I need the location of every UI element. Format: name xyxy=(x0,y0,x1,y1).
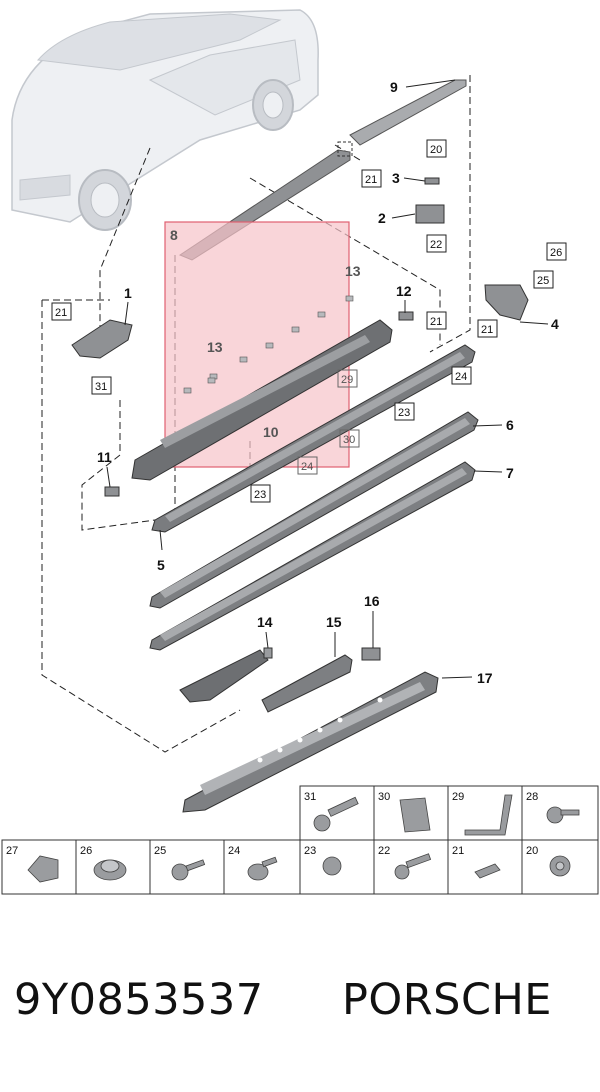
part-4-bracket xyxy=(484,284,529,321)
table-cell-21: 21 xyxy=(452,845,464,857)
callout-13-left: 13 xyxy=(207,339,223,355)
part-11-clip xyxy=(104,486,120,497)
table-cell-31: 31 xyxy=(304,791,316,803)
callout-13-top: 13 xyxy=(345,263,361,279)
table-cell-29: 29 xyxy=(452,791,464,803)
table-cell-28: 28 xyxy=(526,791,538,803)
nut-27-icon xyxy=(27,855,59,883)
bolt-31-icon xyxy=(313,796,359,832)
table-cell-20: 20 xyxy=(526,845,538,857)
part-1-bracket xyxy=(71,319,133,359)
callout-12: 12 xyxy=(396,283,412,299)
box-21-d: 21 xyxy=(481,324,493,336)
callout-labels: 1 2 3 4 5 6 7 8 9 10 11 12 13 13 14 15 1… xyxy=(97,79,559,686)
callout-16: 16 xyxy=(364,593,380,609)
table-cell-23: 23 xyxy=(304,845,316,857)
part-12-clip xyxy=(398,311,414,321)
nut-26-icon xyxy=(93,859,127,881)
box-22: 22 xyxy=(430,239,442,251)
vehicle-illustration xyxy=(11,9,319,231)
solid-leader-lines xyxy=(106,79,549,679)
box-24-a: 24 xyxy=(455,371,467,383)
callout-8: 8 xyxy=(170,227,178,243)
part-2-bracket xyxy=(415,204,445,224)
box-25: 25 xyxy=(537,275,549,287)
table-cell-25: 25 xyxy=(154,845,166,857)
box-26: 26 xyxy=(550,247,562,259)
callout-1: 1 xyxy=(124,285,132,301)
screw-25-icon xyxy=(171,859,206,881)
clip-30-icon xyxy=(399,797,431,833)
footer: 9Y0853537 PORSCHE xyxy=(0,975,600,1045)
callout-11: 11 xyxy=(97,449,112,465)
callout-9: 9 xyxy=(390,79,398,95)
part-number: 9Y0853537 xyxy=(14,975,264,1025)
callout-6: 6 xyxy=(506,417,514,433)
callout-7: 7 xyxy=(506,465,514,481)
box-21-b: 21 xyxy=(55,307,67,319)
callout-4: 4 xyxy=(551,316,559,332)
callout-5: 5 xyxy=(157,557,165,573)
box-20: 20 xyxy=(430,144,442,156)
box-23-a: 23 xyxy=(398,407,410,419)
part-14-bracket xyxy=(179,647,273,703)
callout-3: 3 xyxy=(392,170,400,186)
part-5-rocker-panel xyxy=(151,344,476,533)
nut-23-icon xyxy=(322,856,342,876)
hardware-icons xyxy=(27,794,580,883)
callout-2: 2 xyxy=(378,210,386,226)
brand-name: PORSCHE xyxy=(342,975,552,1025)
boxed-callout-text: 20 21 22 26 25 21 21 21 24 29 23 30 24 2… xyxy=(55,144,562,501)
part-3-clip xyxy=(424,177,440,185)
box-30: 30 xyxy=(343,434,355,446)
table-cell-22: 22 xyxy=(378,845,390,857)
part-15-bracket xyxy=(261,654,353,713)
screw-24-icon xyxy=(247,856,278,881)
part-6-sill-strip xyxy=(149,411,479,609)
callout-15: 15 xyxy=(326,614,342,630)
part-10-rocker-cover xyxy=(131,295,393,481)
part-16-clip xyxy=(361,647,381,661)
boxed-callouts xyxy=(51,139,567,503)
callout-17: 17 xyxy=(477,670,493,686)
bolt-22-icon xyxy=(394,853,432,880)
table-cell-30: 30 xyxy=(378,791,390,803)
clip-21-icon xyxy=(474,863,501,879)
box-23-b: 23 xyxy=(254,489,266,501)
bracket-29-icon xyxy=(464,794,513,836)
part-17-underbody-panel xyxy=(182,671,439,813)
box-24-b: 24 xyxy=(301,461,313,473)
part-7-sill-strip xyxy=(149,461,476,651)
nut-20-icon xyxy=(549,855,571,877)
hardware-table-labels: 31 30 29 28 27 26 25 24 23 22 21 20 xyxy=(6,791,538,857)
screw-28-icon xyxy=(546,806,580,824)
callout-14: 14 xyxy=(257,614,273,630)
box-29: 29 xyxy=(341,374,353,386)
box-31: 31 xyxy=(95,381,107,393)
box-21-c: 21 xyxy=(430,316,442,328)
callout-10: 10 xyxy=(263,424,279,440)
table-cell-26: 26 xyxy=(80,845,92,857)
table-cell-24: 24 xyxy=(228,845,240,857)
box-21-a: 21 xyxy=(365,174,377,186)
table-cell-27: 27 xyxy=(6,845,18,857)
